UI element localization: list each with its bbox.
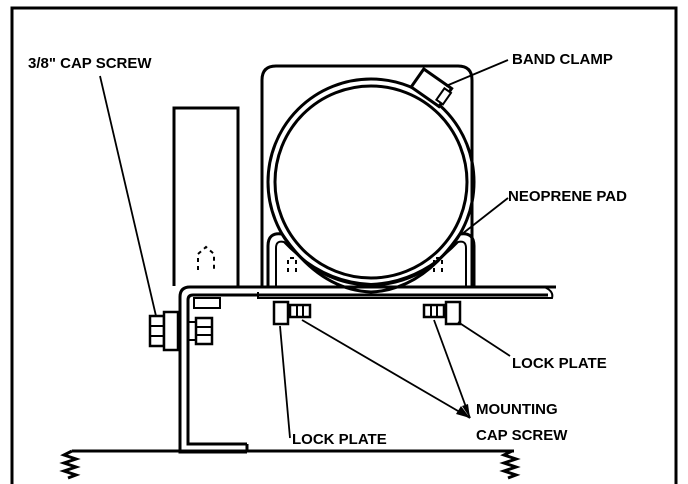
label-mounting: MOUNTING	[476, 401, 558, 418]
arrowhead-mounting-left	[456, 406, 470, 418]
leader-lock-plate-right	[457, 321, 511, 357]
break-mark-right	[499, 449, 521, 480]
break-mark-left	[59, 449, 81, 480]
label-lock-plate-right: LOCK PLATE	[512, 355, 607, 372]
label-lock-plate-bottom: LOCK PLATE	[292, 431, 387, 448]
label-cap-screw-mounting: CAP SCREW	[476, 427, 568, 444]
leader-lock-plate-bottom	[279, 325, 291, 439]
leader-neoprene-pad	[461, 197, 509, 235]
leader-mounting-right	[433, 319, 471, 419]
band-clamp-block	[409, 66, 454, 109]
leader-mounting-left	[301, 319, 471, 419]
lock-plate-left	[272, 300, 312, 326]
pad-hidden-bolt-left	[287, 257, 297, 272]
diagram-frame	[10, 6, 678, 484]
label-band-clamp: BAND CLAMP	[512, 51, 613, 68]
cap-screw-assembly	[148, 297, 221, 352]
post-hidden-bolt	[197, 245, 215, 270]
lock-plate-right	[422, 300, 462, 326]
label-cap-screw: 3/8" CAP SCREW	[28, 55, 152, 72]
support-bracket	[178, 285, 556, 454]
support-post	[172, 106, 240, 286]
arrowheads	[456, 404, 470, 418]
tank-saddle-plate	[260, 64, 474, 286]
leader-cap-screw	[99, 75, 157, 317]
arrowhead-mounting-right	[462, 404, 470, 418]
pad-hidden-bolt-right	[433, 257, 443, 272]
label-neoprene-pad: NEOPRENE PAD	[508, 188, 627, 205]
leader-lines	[99, 59, 511, 439]
leader-band-clamp	[445, 59, 509, 87]
neoprene-pad	[266, 232, 476, 294]
base-surface	[59, 449, 521, 480]
